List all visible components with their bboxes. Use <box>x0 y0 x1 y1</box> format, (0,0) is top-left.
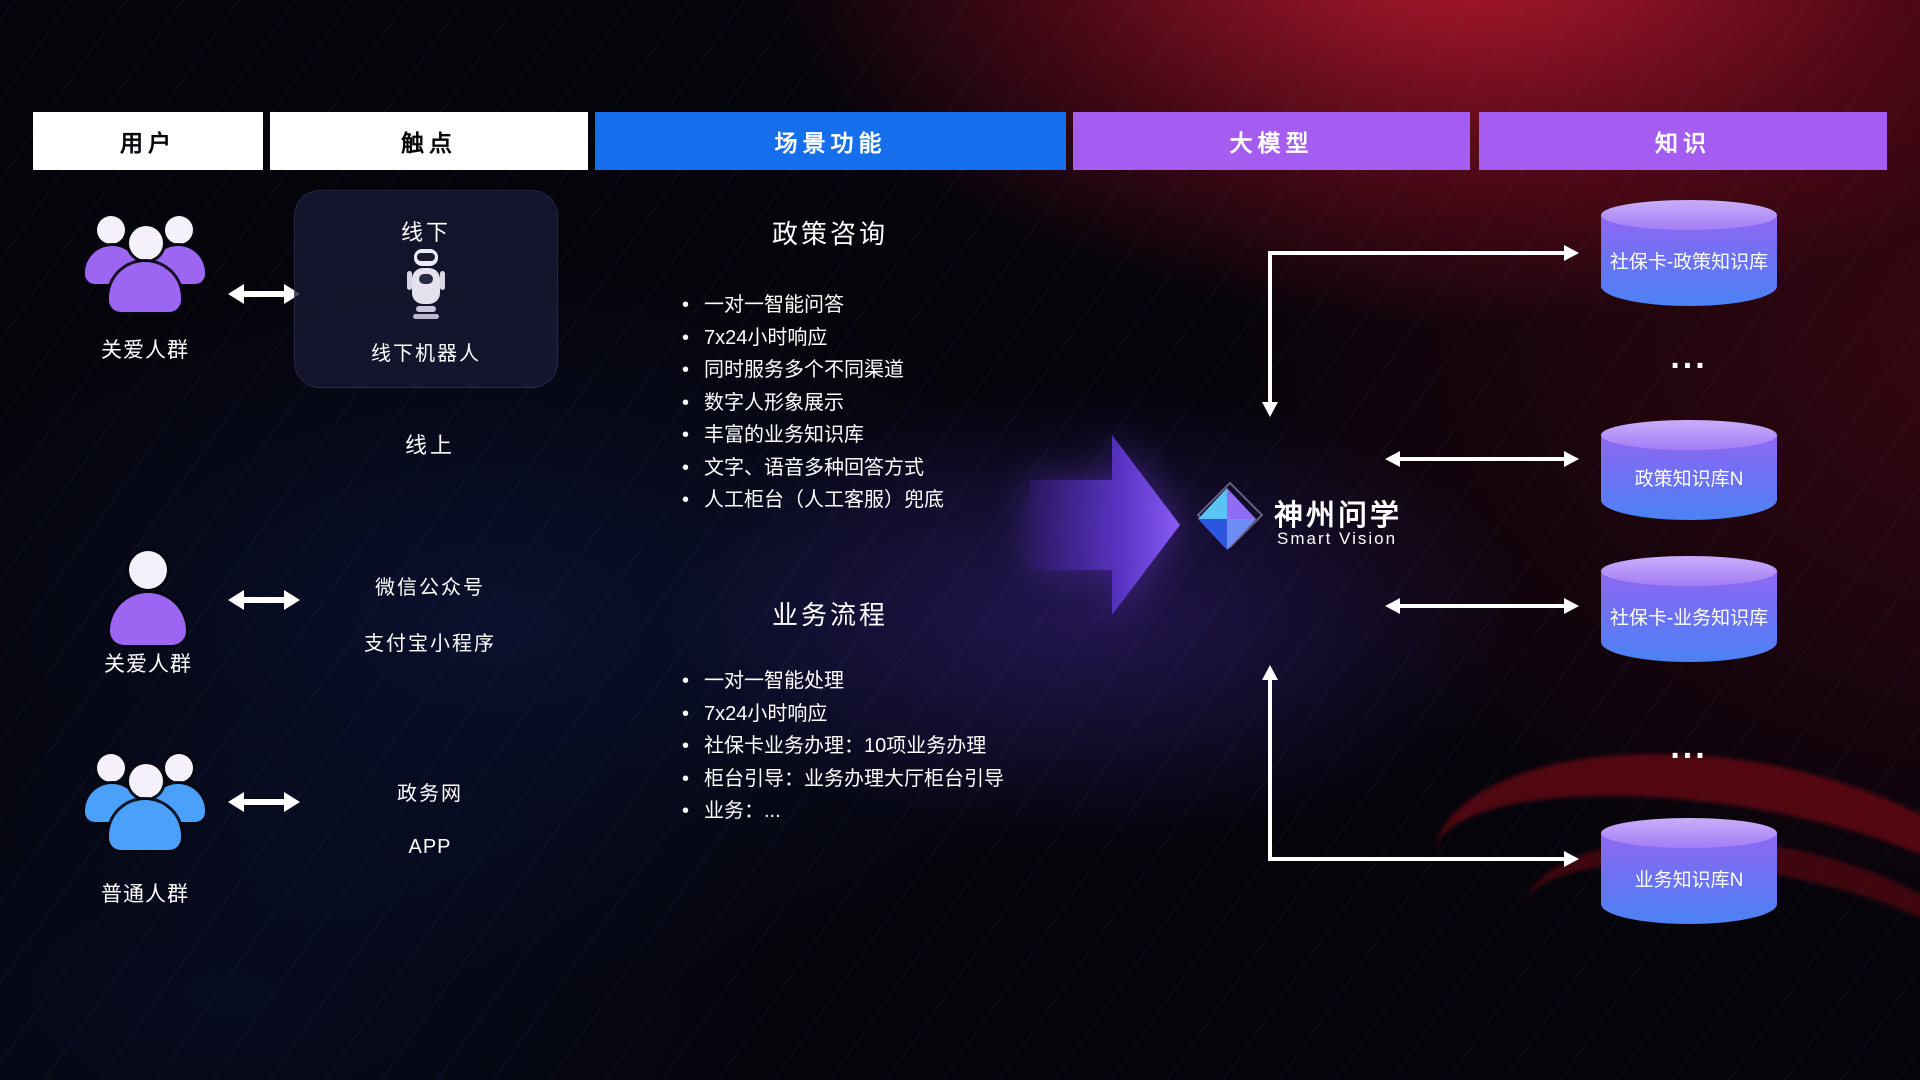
db-label: 政策知识库N <box>1634 468 1744 490</box>
policy-item: 文字、语音多种回答方式 <box>680 452 944 485</box>
db-label: 社保卡-业务知识库 <box>1609 607 1769 629</box>
offline-title: 线下 <box>400 220 451 245</box>
database-cylinder-top <box>1601 556 1777 586</box>
business-item: 一对一智能处理 <box>680 665 1004 698</box>
robot-icon <box>404 247 448 328</box>
ellipsis-business: ... <box>1670 728 1708 766</box>
offline-touchpoint-card: 线下 线下机器人 <box>294 190 558 388</box>
db-business-n: 业务知识库N <box>1601 818 1777 924</box>
db-label: 业务知识库N <box>1634 869 1744 891</box>
db-label: 社保卡-政策知识库 <box>1609 251 1769 273</box>
user-label-1: 关爱人群 <box>101 339 189 362</box>
policy-feature-list: 一对一智能问答 7x24小时响应 同时服务多个不同渠道 数字人形象展示 丰富的业… <box>680 289 944 517</box>
policy-item: 丰富的业务知识库 <box>680 419 944 452</box>
policy-item: 人工柜台（人工客服）兜底 <box>680 484 944 517</box>
header-users: 用户 <box>33 112 263 170</box>
business-item: 柜台引导：业务办理大厅柜台引导 <box>680 763 1004 796</box>
business-item: 社保卡业务办理：10项业务办理 <box>680 730 1004 763</box>
policy-item: 同时服务多个不同渠道 <box>680 354 944 387</box>
flow-arrow-right <box>1030 425 1180 630</box>
user-group-icon-2 <box>85 752 205 856</box>
header-functions: 场景功能 <box>595 112 1066 170</box>
database-cylinder-icon <box>1601 571 1777 662</box>
policy-item: 数字人形象展示 <box>680 387 944 420</box>
business-section-title: 业务流程 <box>771 600 888 630</box>
business-feature-list: 一对一智能处理 7x24小时响应 社保卡业务办理：10项业务办理 柜台引导：业务… <box>680 665 1004 828</box>
touchpoint-gov: 政务网 <box>397 783 463 805</box>
touchpoint-app: APP <box>408 836 452 858</box>
touchpoint-alipay: 支付宝小程序 <box>364 633 496 655</box>
header-model: 大模型 <box>1073 112 1470 170</box>
user-single-icon <box>110 551 186 645</box>
db-business-social-card: 社保卡-业务知识库 <box>1601 556 1777 662</box>
db-policy-n: 政策知识库N <box>1601 420 1777 520</box>
policy-section-title: 政策咨询 <box>771 219 888 249</box>
database-cylinder-top <box>1601 200 1777 230</box>
ellipsis-policy: ... <box>1670 338 1708 376</box>
user-label-3: 普通人群 <box>101 883 189 906</box>
database-cylinder-icon <box>1601 833 1777 924</box>
user-label-2: 关爱人群 <box>104 653 192 676</box>
model-subtitle: Smart Vision <box>1277 529 1398 548</box>
offline-robot-label: 线下机器人 <box>371 343 481 365</box>
database-cylinder-top <box>1601 420 1777 450</box>
database-cylinder-top <box>1601 818 1777 848</box>
online-title: 线上 <box>404 433 455 458</box>
policy-item: 7x24小时响应 <box>680 322 944 355</box>
business-item: 7x24小时响应 <box>680 698 1004 731</box>
model-name: 神州问学 <box>1274 500 1403 532</box>
policy-item: 一对一智能问答 <box>680 289 944 322</box>
header-knowledge: 知识 <box>1479 112 1887 170</box>
smart-vision-logo-icon <box>1190 481 1264 561</box>
header-touchpoints: 触点 <box>270 112 588 170</box>
business-item: 业务：... <box>680 795 1004 828</box>
touchpoint-wechat: 微信公众号 <box>375 577 485 599</box>
database-cylinder-icon <box>1601 215 1777 306</box>
user-group-icon-1 <box>85 214 205 318</box>
db-policy-social-card: 社保卡-政策知识库 <box>1601 200 1777 306</box>
